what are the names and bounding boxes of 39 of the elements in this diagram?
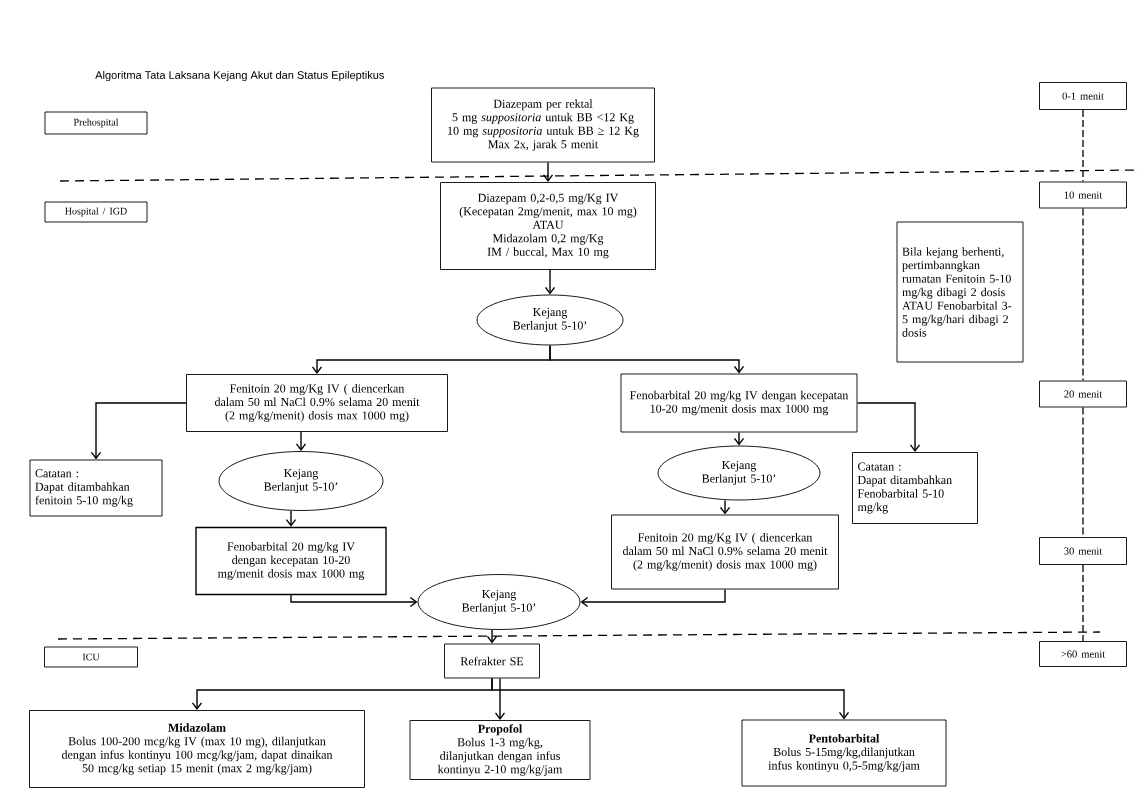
timeline-line	[1082, 109, 1084, 183]
section-label-box: ICU	[44, 646, 138, 668]
arrow	[856, 402, 921, 453]
arrow	[491, 677, 850, 720]
note-box: Catatan : Dapat ditambahkan fenitoin 5-10 mg/kg	[29, 459, 163, 517]
title: Algoritma Tata Laksana Kejang Akut dan Status Epileptikus	[95, 70, 384, 82]
time-box: 0-1 menit	[1039, 82, 1127, 110]
arrow	[733, 431, 745, 446]
process-box: Refrakter SE	[444, 643, 540, 679]
process-box: Fenobarbital 20 mg/kg IV dengan kecepatan 10-20 mg/menit dosis max 1000 mg	[195, 526, 387, 596]
timeline-line	[1082, 207, 1084, 382]
therapy-box: Midazolam Bolus 100-200 mcg/kg IV (max 10 mg), dilanjutkan dengan infus kontinyu 100 mcg/kg/jam, dapat dinaikan 50 mcg/kg setiap 15 menit (max 2 mg/kg/jam)	[29, 710, 365, 788]
process-box: Fenobarbital 20 mg/kg IV dengan kecepatan 10-20 mg/menit dosis max 1000 mg	[620, 373, 858, 433]
arrow	[494, 677, 506, 721]
arrow	[285, 510, 297, 527]
timeline-line	[1082, 564, 1084, 642]
arrow	[542, 161, 554, 183]
process-box: Diazepam per rektal 5 mg suppositoria untuk BB <12 Kg 10 mg suppositoria untuk BB ≥ 12 Kg Max 2x, jarak 5 menit	[431, 87, 655, 163]
process-box: Fenitoin 20 mg/Kg IV ( diencerkan dalam 50 ml NaCl 0.9% selama 20 menit (2 mg/kg/menit) dosis max 1000 mg)	[186, 374, 448, 432]
time-box: 10 menit	[1039, 181, 1127, 209]
arrow	[544, 269, 556, 295]
arrow	[90, 402, 187, 460]
time-box: 20 menit	[1039, 380, 1127, 408]
arrow	[295, 431, 307, 452]
process-box: Diazepam 0,2-0,5 mg/Kg IV (Kecepatan 2mg/menit, max 10 mg) ATAU Midazolam 0,2 mg/Kg IM / buccal, Max 10 mg	[440, 182, 656, 270]
section-label-box: Hospital / IGD	[44, 201, 148, 223]
process-box: Fenitoin 20 mg/Kg IV ( diencerkan dalam 50 ml NaCl 0.9% selama 20 menit (2 mg/kg/menit) dosis max 1000 mg)	[611, 514, 839, 590]
therapy-box: Propofol Bolus 1-3 mg/kg, dilanjutkan dengan infus kontinyu 2-10 mg/kg/jam	[409, 720, 591, 780]
note-box: Catatan : Dapat ditambahkan Fenobarbital 5-10 mg/kg	[852, 452, 978, 524]
note-box: Bila kejang berhenti, pertimbanngkan rumatan Fenitoin 5-10 mg/kg dibagi 2 dosis ATAU Fenobarbital 3-5 mg/kg/hari dibagi 2 dosis	[896, 221, 1024, 363]
therapy-box: Pentobarbital Bolus 5-15mg/kg,dilanjutkan infus kontinyu 0,5-5mg/kg/jam	[741, 719, 947, 787]
arrow	[290, 594, 418, 608]
time-box: 30 menit	[1039, 537, 1127, 565]
arrow	[549, 344, 745, 374]
arrow	[719, 499, 731, 515]
arrow	[486, 629, 498, 644]
section-label-box: Prehospital	[44, 111, 148, 135]
arrow	[580, 588, 726, 608]
time-box: >60 menit	[1039, 641, 1127, 667]
